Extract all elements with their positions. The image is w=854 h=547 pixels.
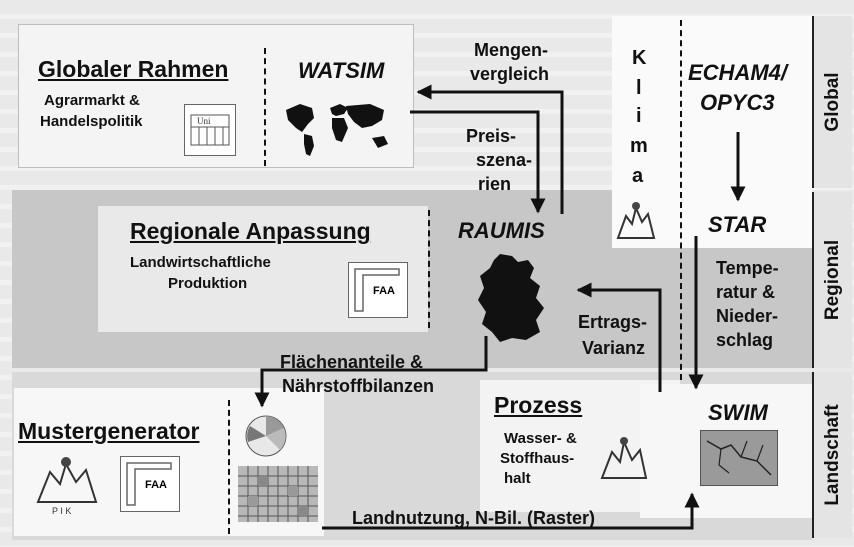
swim-label: SWIM — [708, 400, 768, 425]
klima-letter-l: l — [636, 77, 642, 99]
svg-text:Uni: Uni — [197, 116, 211, 126]
prozess-sub-1: Wasser- & — [504, 430, 577, 447]
global-subtitle-1: Agrarmarkt & — [44, 92, 140, 109]
mengen-label-1: Mengen- — [474, 40, 548, 60]
svg-text:P I K: P I K — [52, 506, 71, 516]
world-map-icon — [278, 98, 396, 160]
ertrag-label-1: Ertrags- — [578, 312, 648, 332]
pie-chart-icon — [244, 414, 288, 458]
muster-title: Mustergenerator — [18, 418, 200, 444]
pik-logo-icon: P I K — [32, 452, 102, 516]
regional-subtitle-2: Produktion — [168, 275, 248, 292]
global-subtitle-2: Handelspolitik — [40, 113, 143, 130]
echam-label-1: ECHAM4/ — [688, 60, 788, 85]
raster-grid-icon — [238, 466, 318, 522]
prozess-title: Prozess — [494, 392, 583, 418]
flaechen-label-1: Flächenanteile & — [280, 352, 424, 372]
echam-label-2: OPYC3 — [700, 90, 775, 115]
uni-bonn-logo-icon: Uni — [184, 104, 236, 156]
star-label: STAR — [708, 212, 767, 237]
river-network-icon — [700, 430, 778, 486]
preis-label-1: Preis- — [466, 126, 517, 146]
arrow-mengenvergleich — [416, 84, 564, 214]
flaechen-label-2: Nährstoffbilanzen — [282, 376, 435, 396]
ertrag-label-2: Varianz — [582, 338, 646, 358]
divider-regional — [428, 210, 430, 328]
klima-letter-a: a — [632, 165, 644, 187]
preis-label-3: rien — [478, 174, 512, 194]
section-label-landscape: Landschaft — [812, 372, 852, 538]
landnutzung-label: Landnutzung, N-Bil. (Raster) — [352, 508, 595, 528]
divider-climate — [680, 20, 682, 380]
section-label-regional: Regional — [812, 192, 852, 368]
preis-label-2: szena- — [476, 150, 533, 170]
prozess-sub-2: Stoffhaus- — [500, 450, 575, 467]
faa-logo-icon: FAA — [348, 262, 408, 318]
klima-letter-m: m — [630, 135, 648, 157]
regional-title: Regionale Anpassung — [130, 218, 371, 244]
watsim-label: WATSIM — [298, 58, 385, 83]
regional-subtitle-1: Landwirtschaftliche — [130, 254, 271, 271]
pik-logo-icon — [614, 198, 658, 242]
germany-map-icon — [470, 252, 554, 344]
temp-label-2: ratur & — [716, 282, 776, 302]
prozess-sub-3: halt — [504, 470, 531, 487]
temp-label-3: Nieder- — [716, 306, 779, 326]
divider-muster — [228, 400, 230, 534]
mengen-label-2: vergleich — [470, 64, 550, 84]
klima-letter-i: i — [636, 105, 642, 127]
faa-logo-icon: FAA — [120, 456, 180, 512]
temp-label-1: Tempe- — [716, 258, 779, 278]
arrow-flaechenanteile — [254, 336, 488, 408]
climate-box — [612, 16, 812, 248]
section-label-global: Global — [812, 16, 852, 188]
klima-letter-k: K — [632, 47, 647, 69]
pik-logo-icon — [598, 434, 650, 486]
global-frame-title: Globaler Rahmen — [38, 56, 229, 82]
temp-label-4: schlag — [716, 330, 774, 350]
divider-global — [264, 48, 266, 166]
raumis-label: RAUMIS — [458, 218, 545, 243]
arrow-landnutzung — [322, 492, 700, 530]
arrow-preisszenarien — [410, 110, 546, 214]
arrow-ertragsvarianz — [576, 282, 662, 392]
